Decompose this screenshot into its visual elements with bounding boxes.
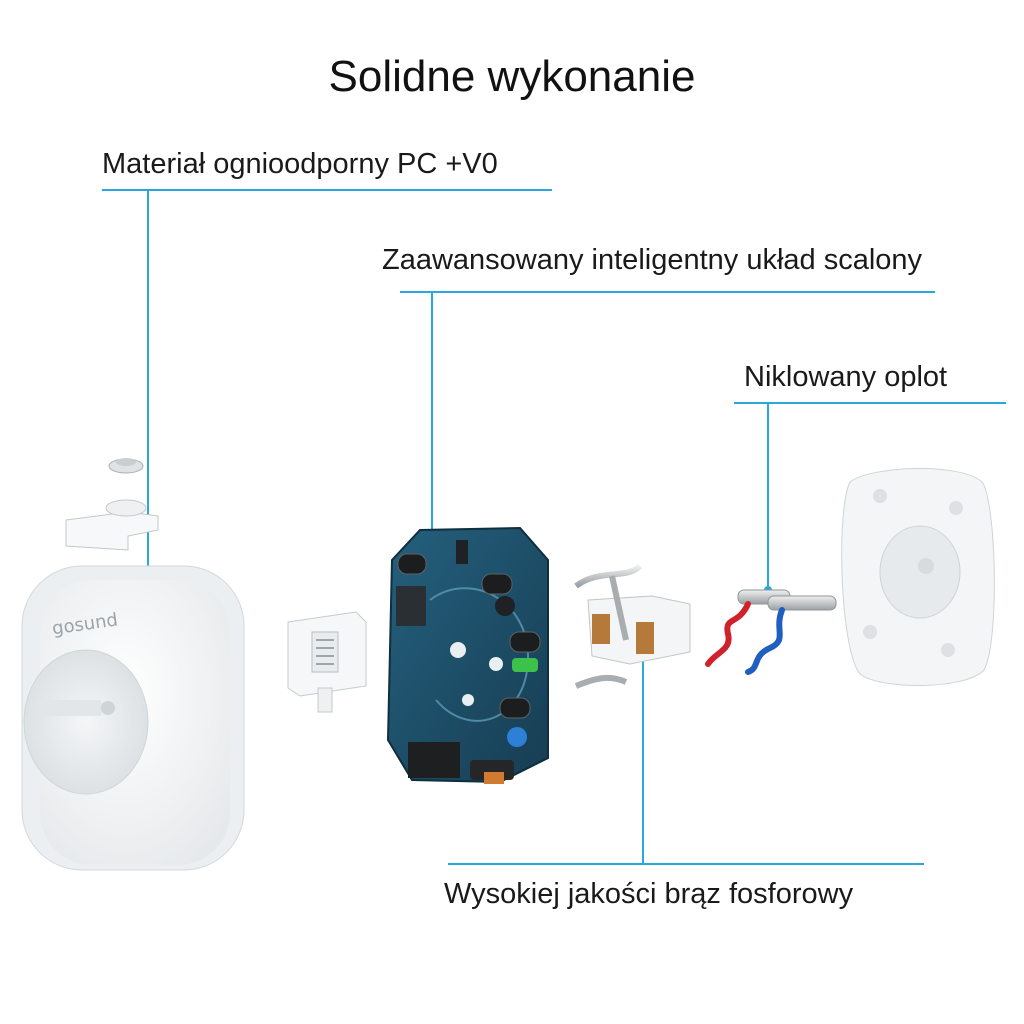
plug-housing: gosund bbox=[21, 565, 245, 871]
callout-chip: Zaawansowany inteligentny układ scalony bbox=[382, 244, 923, 276]
pcb-board bbox=[386, 526, 549, 784]
callout-housing-material: Materiał ognioodporny PC +V0 bbox=[102, 148, 498, 180]
callout-bronze: Wysokiej jakości brąz fosforowy bbox=[444, 878, 854, 910]
bracket-part bbox=[65, 499, 159, 551]
shutter-part bbox=[287, 611, 367, 713]
back-cover bbox=[841, 467, 995, 686]
callout-nickel-braid: Niklowany oplot bbox=[744, 361, 948, 393]
nickel-braid-wires bbox=[705, 589, 837, 675]
callout-lines bbox=[102, 189, 1006, 865]
nut-part bbox=[108, 458, 144, 474]
bronze-contact-block bbox=[574, 563, 691, 689]
diagram-title: Solidne wykonanie bbox=[328, 52, 696, 101]
